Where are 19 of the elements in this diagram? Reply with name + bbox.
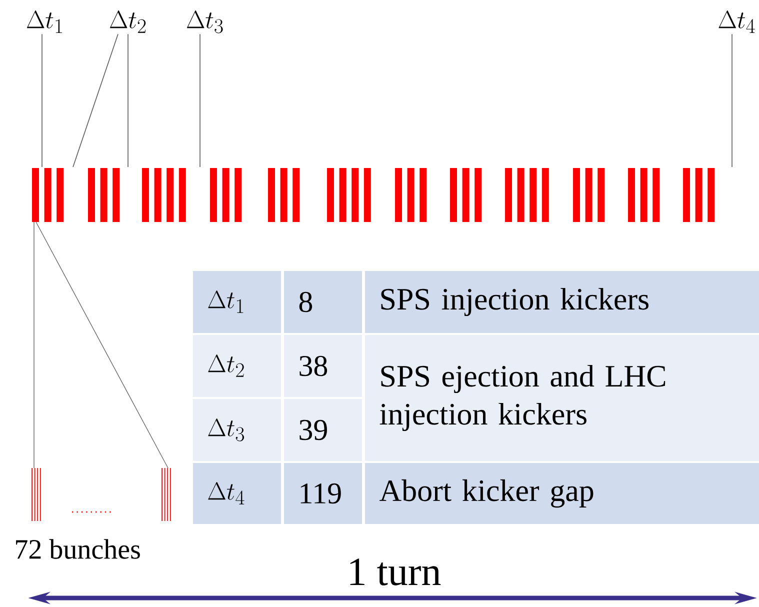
delta-label: $\Delta t_{2}$ <box>110 10 146 33</box>
table-cell: $\Delta t_{3}$ <box>193 399 281 461</box>
table-cell: $\Delta t_{4}$ <box>193 463 281 524</box>
table-cell: 39 <box>284 399 362 461</box>
delta-label: $\Delta t_{3}$ <box>186 10 223 34</box>
table-cell: SPS injection kickers <box>365 271 759 333</box>
bunch-train-drawing <box>32 168 715 222</box>
table-cell: 119 <box>284 463 362 524</box>
dimension-label: 1 turn <box>350 558 441 586</box>
table-cell: SPS ejection and LHC injection kickers <box>365 335 759 461</box>
delta-label: $\Delta t_{1}$ <box>26 10 62 33</box>
delta-label: $\Delta t_{4}$ <box>718 10 755 33</box>
table-cell: $\Delta t_{2}$ <box>193 335 281 397</box>
table-cell: $\Delta t_{1}$ <box>193 271 281 333</box>
caption-text: 72 bunches <box>16 539 140 559</box>
table-cell: Abort kicker gap <box>365 463 759 524</box>
leader-line <box>72 34 118 168</box>
table-cell: 8 <box>284 271 362 333</box>
table-cell: 38 <box>284 335 362 397</box>
